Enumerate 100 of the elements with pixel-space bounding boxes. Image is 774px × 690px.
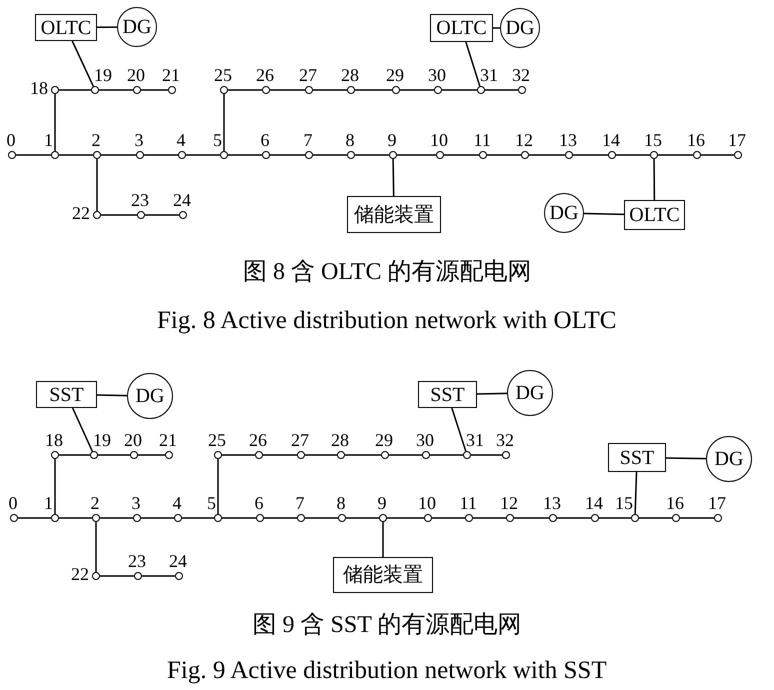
bus-dot bbox=[262, 86, 270, 94]
connection-line bbox=[18, 517, 51, 519]
bus-number: 21 bbox=[162, 66, 180, 84]
bus-number: 0 bbox=[6, 131, 16, 149]
connection-line bbox=[101, 214, 137, 216]
bus-dot bbox=[92, 514, 100, 522]
bus-number: 12 bbox=[515, 131, 533, 149]
connection-line bbox=[96, 394, 128, 396]
connection-line bbox=[397, 154, 436, 156]
bus-dot bbox=[51, 151, 59, 159]
bus-number: 29 bbox=[375, 431, 393, 449]
connection-line bbox=[487, 154, 521, 156]
bus-dot bbox=[608, 151, 616, 159]
bus-dot bbox=[434, 86, 442, 94]
bus-number: 19 bbox=[94, 66, 112, 84]
bus-number: 30 bbox=[416, 431, 434, 449]
connection-line bbox=[59, 154, 93, 156]
bus-number: 3 bbox=[134, 131, 144, 149]
connection-line bbox=[270, 154, 305, 156]
connection-line bbox=[680, 517, 714, 519]
connection-line bbox=[142, 575, 175, 577]
bus-number: 6 bbox=[254, 494, 264, 512]
bus-number: 1 bbox=[44, 131, 53, 149]
connection-line bbox=[313, 89, 347, 91]
connection-line bbox=[355, 154, 389, 156]
bus-dot bbox=[714, 514, 722, 522]
connection-line bbox=[444, 154, 479, 156]
bus-number: 6 bbox=[260, 131, 270, 149]
bus-number: 11 bbox=[460, 494, 477, 512]
connection-line bbox=[471, 454, 502, 456]
bus-dot bbox=[672, 514, 680, 522]
device-box: 储能装置 bbox=[333, 557, 433, 593]
bus-dot bbox=[338, 514, 346, 522]
bus-number: 23 bbox=[131, 191, 149, 209]
connection-line bbox=[573, 154, 608, 156]
bus-dot bbox=[214, 514, 222, 522]
bus-dot bbox=[90, 451, 98, 459]
bus-number: 17 bbox=[708, 494, 726, 512]
bus-dot bbox=[305, 86, 313, 94]
device-box: SST bbox=[418, 381, 477, 408]
device-box: OLTC bbox=[430, 14, 493, 42]
bus-dot bbox=[178, 151, 186, 159]
generator-circle: DG bbox=[117, 7, 157, 47]
connection-line bbox=[387, 517, 424, 519]
connection-line bbox=[465, 42, 481, 86]
connection-line bbox=[222, 517, 256, 519]
figure-caption: Fig. 8 Active distribution network with OLTC bbox=[157, 308, 616, 332]
bus-dot bbox=[347, 86, 355, 94]
bus-number: 30 bbox=[428, 66, 446, 84]
bus-number: 9 bbox=[378, 494, 386, 512]
bus-dot bbox=[10, 514, 18, 522]
connection-line bbox=[432, 517, 465, 519]
connection-line bbox=[392, 158, 394, 196]
connection-line bbox=[389, 454, 422, 456]
generator-circle: DG bbox=[544, 193, 584, 233]
bus-dot bbox=[51, 451, 59, 459]
bus-dot bbox=[92, 572, 100, 580]
bus-dot bbox=[165, 451, 173, 459]
bus-dot bbox=[133, 514, 141, 522]
connection-line bbox=[701, 154, 734, 156]
connection-line bbox=[270, 89, 305, 91]
device-box: OLTC bbox=[35, 14, 97, 41]
bus-number: 32 bbox=[512, 66, 530, 84]
bus-dot bbox=[479, 151, 487, 159]
connection-line bbox=[305, 517, 338, 519]
connection-line bbox=[345, 454, 381, 456]
bus-number: 2 bbox=[92, 131, 100, 149]
connection-line bbox=[217, 459, 219, 514]
connection-line bbox=[639, 517, 672, 519]
bus-number: 23 bbox=[128, 552, 146, 570]
bus-number: 15 bbox=[644, 131, 662, 149]
bus-dot bbox=[297, 514, 305, 522]
bus-number: 18 bbox=[30, 79, 48, 97]
connection-line bbox=[514, 517, 549, 519]
bus-number: 7 bbox=[304, 131, 312, 149]
bus-dot bbox=[565, 151, 573, 159]
bus-number: 26 bbox=[249, 431, 267, 449]
figure-caption: 图 9 含 SST 的有源配电网 bbox=[252, 613, 522, 637]
connection-line bbox=[473, 517, 506, 519]
connection-line bbox=[100, 575, 134, 577]
bus-dot bbox=[51, 514, 59, 522]
bus-number: 13 bbox=[543, 494, 561, 512]
connection-line bbox=[186, 154, 220, 156]
bus-number: 28 bbox=[341, 66, 359, 84]
connection-line bbox=[346, 517, 379, 519]
bus-number: 4 bbox=[176, 131, 186, 149]
bus-number: 21 bbox=[159, 431, 177, 449]
bus-number: 17 bbox=[728, 131, 746, 149]
bus-dot bbox=[134, 572, 142, 580]
connection-line bbox=[529, 154, 565, 156]
connection-line bbox=[485, 89, 518, 91]
bus-number: 5 bbox=[207, 494, 216, 512]
connection-line bbox=[72, 40, 94, 87]
bus-dot bbox=[693, 151, 701, 159]
generator-circle: DG bbox=[706, 436, 752, 482]
connection-line bbox=[59, 454, 90, 456]
connection-line bbox=[634, 472, 638, 514]
bus-dot bbox=[379, 514, 387, 522]
bus-dot bbox=[262, 151, 270, 159]
bus-number: 0 bbox=[8, 494, 18, 512]
